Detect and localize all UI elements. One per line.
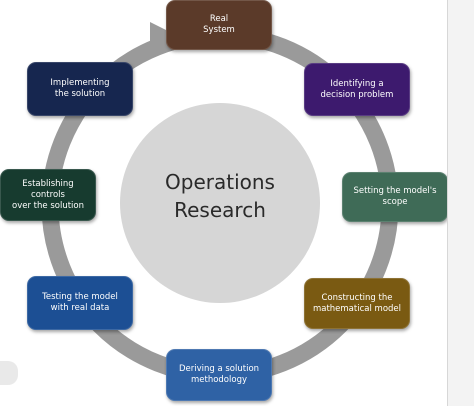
step-label: Deriving a solution methodology xyxy=(178,364,260,385)
step-label: Identifying a decision problem xyxy=(320,78,394,100)
center-title: Operations Research xyxy=(140,168,300,224)
step-label: Establishing controls over the solution xyxy=(12,178,84,211)
step-deriving-solution-methodology: Deriving a solution methodology xyxy=(166,349,272,401)
step-label: Constructing the mathematical model xyxy=(312,292,402,314)
lens-icon[interactable] xyxy=(0,361,18,385)
step-label: Implementing the solution xyxy=(50,78,110,99)
step-testing-model-real-data: Testing the model with real data xyxy=(27,276,133,330)
step-label: Real System xyxy=(203,14,235,35)
side-strip xyxy=(447,0,474,406)
step-label: Setting the model's scope xyxy=(353,186,437,207)
step-establishing-controls: Establishing controls over the solution xyxy=(0,169,96,221)
center-circle xyxy=(120,103,320,303)
step-label: Testing the model with real data xyxy=(42,292,118,313)
step-constructing-mathematical-model: Constructing the mathematical model xyxy=(304,278,410,329)
center-title-text: Operations Research xyxy=(165,170,275,222)
step-real-system: Real System xyxy=(166,0,272,50)
step-identifying-decision-problem: Identifying a decision problem xyxy=(304,63,410,116)
step-setting-model-scope: Setting the model's scope xyxy=(342,172,448,222)
step-implementing-solution: Implementing the solution xyxy=(27,62,133,116)
cycle-arrowhead xyxy=(150,22,178,50)
